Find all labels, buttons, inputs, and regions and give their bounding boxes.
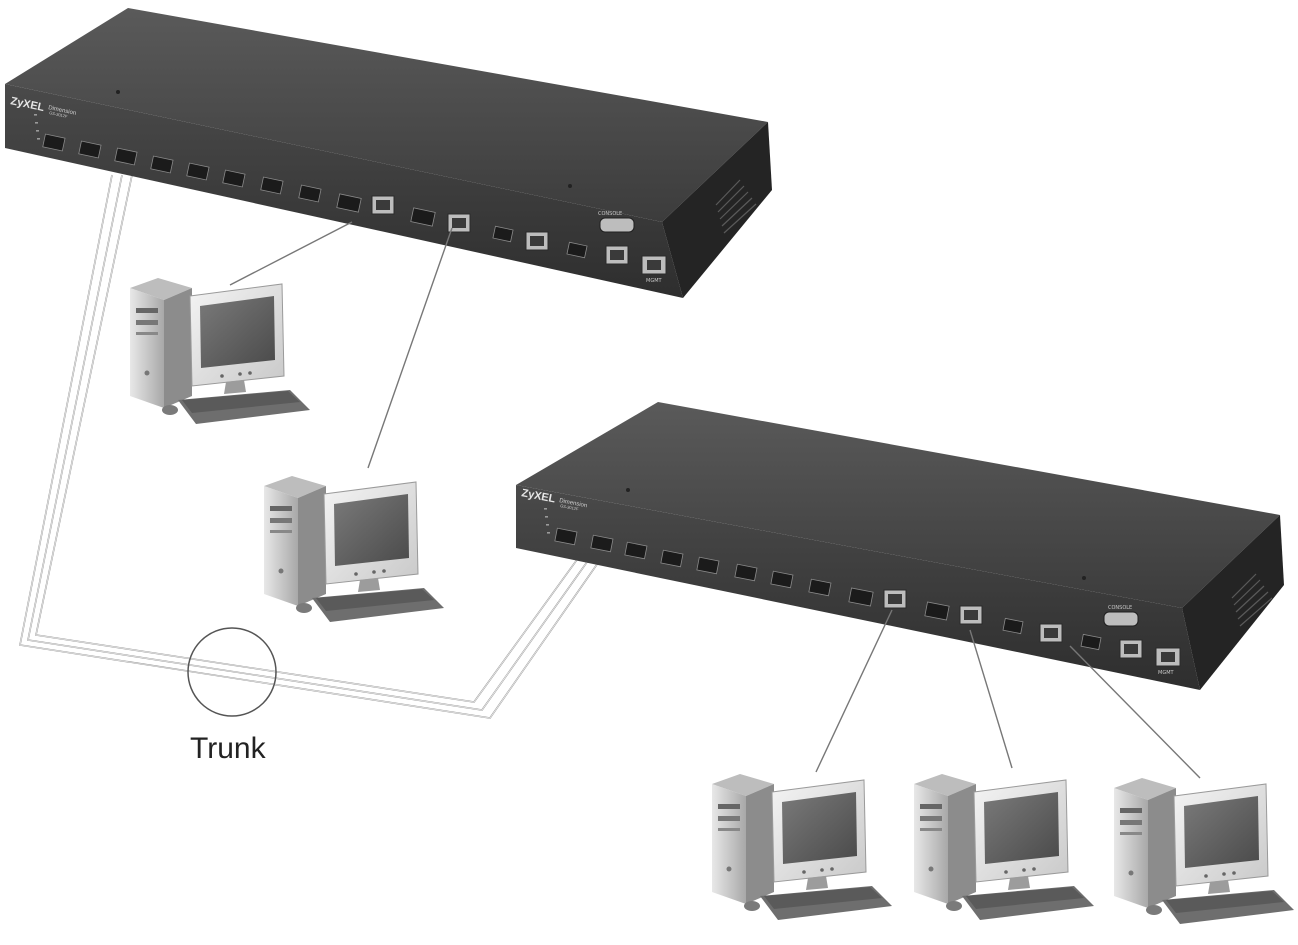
link-switch2-computer5 [1069,645,1201,779]
switch-1-port-9[interactable] [336,193,362,213]
switch-2-port-8[interactable] [808,578,832,597]
switch-1-port-4[interactable] [150,155,174,174]
switch-1-console-label: CONSOLE [598,211,622,217]
connection-lines [229,221,1201,779]
computer-3 [711,773,893,921]
computer-1 [129,277,311,425]
switch-1-submodel: GS-3012F [49,110,69,119]
switch-2-console-port[interactable] [1103,611,1139,627]
switch-2-mgmt-label: MGMT [1158,670,1175,676]
switch-2-port-1[interactable] [554,527,578,546]
trunk-label: Trunk [190,732,267,765]
switch-2-submodel: GS-3012F [560,503,580,512]
switch-1-port-10[interactable] [410,207,436,227]
switch-1-mgmt-label: MGMT [646,278,663,284]
switch-1-console-port[interactable] [599,217,635,233]
switch-2-ports [554,527,1102,651]
switch-2-port-6[interactable] [734,563,758,582]
switch-1-front [5,84,683,298]
switch-2-port-12[interactable] [1080,633,1102,651]
link-switch1-computer1 [229,221,353,286]
switch-1-port-5[interactable] [186,162,210,181]
trunk-circle [187,627,277,717]
switch-2-model: Dimension [559,498,588,509]
switch-2-top [516,402,1280,608]
switch-1: ZyXEL Dimension GS-3012F [5,8,772,298]
switch-1-port-1[interactable] [42,133,66,152]
link-switch2-computer4 [969,629,1013,769]
computer-4 [913,773,1095,921]
switch-1-port-3[interactable] [114,147,138,166]
computer-5 [1113,777,1295,925]
switch-1-port-2[interactable] [78,140,102,159]
switch-2-port-5[interactable] [696,556,720,575]
switch-1-port-8[interactable] [298,184,322,203]
computer-2 [263,475,445,623]
switch-2-port-7[interactable] [770,570,794,589]
switch-2-port-4[interactable] [660,549,684,568]
switch-1-top [5,8,768,222]
switch-2: ZyXEL Dimension GS-3012F [516,402,1284,690]
switch-1-side [662,122,772,298]
switch-1-port-11[interactable] [492,225,514,243]
switch-2-port-11[interactable] [1002,617,1024,635]
switch-1-port-7[interactable] [260,176,284,195]
link-switch1-computer2 [367,227,453,469]
switch-2-port-2[interactable] [590,534,614,553]
switch-2-port-10[interactable] [924,601,950,621]
switch-1-ports [42,133,588,259]
switch-2-side [1182,515,1284,690]
switch-1-port-6[interactable] [222,169,246,188]
switch-2-front [516,485,1200,690]
link-switch2-computer3 [815,609,893,773]
switch-2-console-label: CONSOLE [1108,605,1132,611]
switch-1-model: Dimension [48,105,77,117]
switch-2-port-9[interactable] [848,587,874,607]
switch-2-port-3[interactable] [624,541,648,560]
switch-1-port-12[interactable] [566,241,588,259]
